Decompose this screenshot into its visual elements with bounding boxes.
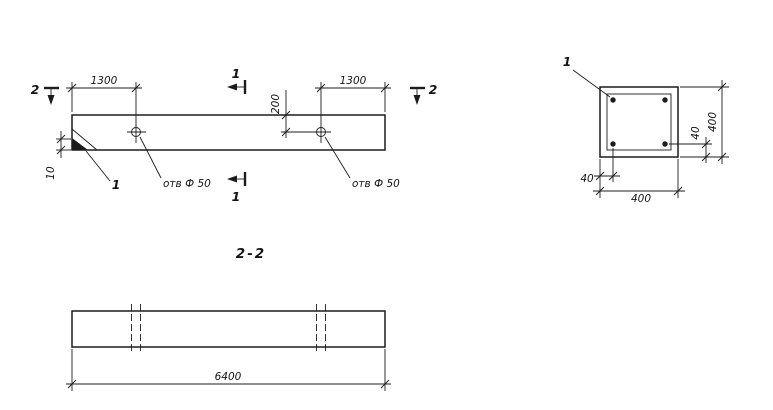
section-mark-1-bottom: 1 — [227, 172, 247, 204]
dimension-tick — [316, 83, 326, 93]
dimension-6400: 6400 — [66, 349, 391, 391]
dimension-text: 200 — [270, 94, 282, 114]
chamfer-fill — [72, 138, 88, 150]
section-mark-2-left: 2 — [31, 82, 59, 105]
dimension-tick — [717, 82, 727, 92]
rebar-dot — [662, 97, 668, 103]
dimension-tick — [701, 152, 711, 162]
section-mark-label: 1 — [232, 66, 241, 81]
stirrup-line — [606, 93, 672, 151]
dimension-tick — [673, 186, 683, 196]
section-mark-label: 2 — [429, 82, 438, 97]
dimension-1300-right: 1300 — [315, 75, 391, 112]
dimension-tick — [717, 152, 727, 162]
item-label: 1 — [563, 55, 571, 69]
dimension-400-width: 400 — [593, 159, 685, 205]
section-mark-2-right: 2 — [410, 82, 437, 105]
dimension-text: 6400 — [215, 371, 242, 383]
dimension-text: 400 — [631, 193, 651, 205]
rebar-dot — [610, 141, 616, 147]
dimension-10: 10 — [45, 131, 71, 180]
beam-plan-outline — [71, 310, 386, 348]
hole-label: отв Ф 50 — [163, 178, 211, 190]
section-arrowhead — [227, 175, 237, 183]
leader-line — [85, 150, 111, 182]
dimension-text: 1300 — [340, 75, 367, 87]
dimension-tick — [701, 139, 711, 149]
dimension-200: 200 — [270, 90, 291, 138]
section-mark-label: 2 — [31, 82, 40, 97]
rebar-dot — [662, 141, 668, 147]
beam-outline — [71, 114, 386, 151]
section-2-2-view: 2-2 6400 — [66, 246, 391, 391]
section-arrowhead — [47, 95, 55, 105]
dimension-text: 10 — [45, 166, 57, 180]
section-mark-1-top: 1 — [227, 66, 247, 94]
rebar-callout: 1 — [563, 55, 611, 98]
leader-line — [572, 69, 611, 98]
section-arrowhead — [227, 83, 237, 91]
section-mark-label: 1 — [232, 189, 241, 204]
hole-callout-left: отв Ф 50 — [139, 136, 211, 190]
dimension-text: 40 — [690, 126, 702, 140]
hole-right — [281, 82, 331, 143]
leader-line — [139, 136, 162, 179]
dimension-tick — [131, 83, 141, 93]
dimension-text: 1300 — [91, 75, 118, 87]
leader-line — [324, 136, 351, 179]
section-arrowhead — [413, 95, 421, 105]
section-title: 2-2 — [236, 246, 266, 262]
chamfer-line — [71, 128, 98, 151]
dimension-text: 40 — [580, 173, 594, 185]
dimension-tick — [56, 134, 66, 144]
dimension-tick — [595, 186, 605, 196]
dimension-tick — [281, 110, 291, 120]
dimension-tick — [281, 127, 291, 137]
dimension-tick — [380, 83, 390, 93]
hole-label: отв Ф 50 — [352, 178, 400, 190]
dimension-tick — [67, 379, 77, 389]
chamfer-callout: 1 — [85, 150, 120, 192]
hole-left — [127, 82, 146, 143]
dimension-1300-left: 1300 — [66, 75, 142, 112]
dimension-tick — [380, 379, 390, 389]
item-label: 1 — [112, 178, 120, 192]
hole-callout-right: отв Ф 50 — [324, 136, 400, 190]
dimension-tick — [56, 145, 66, 155]
beam-elevation-view: 1300 1300 200 10 — [31, 66, 438, 204]
dimension-40-right: 40 — [669, 126, 712, 163]
rebar-dot — [610, 97, 616, 103]
beam-cross-section-view: 1 400 40 40 — [563, 55, 729, 205]
dimension-tick — [67, 83, 77, 93]
section-outline — [599, 86, 679, 158]
dimension-text: 400 — [707, 112, 719, 132]
dimension-tick — [608, 171, 618, 181]
dimension-400-height: 400 — [680, 80, 729, 164]
